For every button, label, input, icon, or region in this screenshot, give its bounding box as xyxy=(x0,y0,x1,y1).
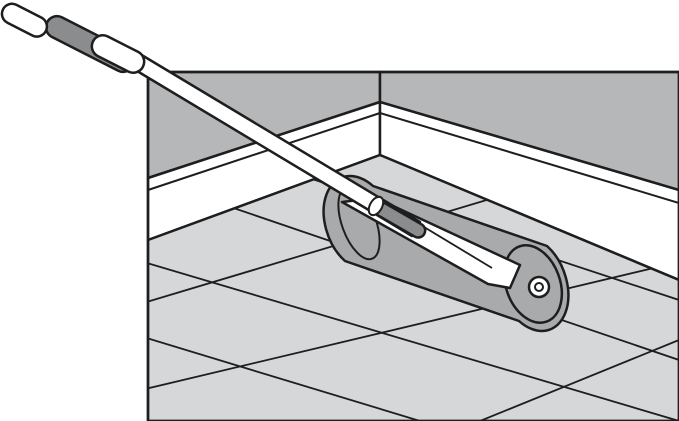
top-handle xyxy=(0,2,146,74)
grout-line xyxy=(148,189,521,311)
top-handle-cap xyxy=(0,2,49,38)
scene-frame xyxy=(146,70,679,421)
top-handle-collar xyxy=(90,34,146,74)
grout-line xyxy=(479,339,679,421)
grout-line xyxy=(148,261,679,396)
left-baseboard-top-edge xyxy=(147,112,381,191)
right-baseboard-top-edge xyxy=(379,112,679,204)
grout-line xyxy=(148,329,421,421)
axle-hub xyxy=(527,275,551,299)
lower-grip-collar xyxy=(367,195,385,217)
axle-inner xyxy=(534,282,544,292)
